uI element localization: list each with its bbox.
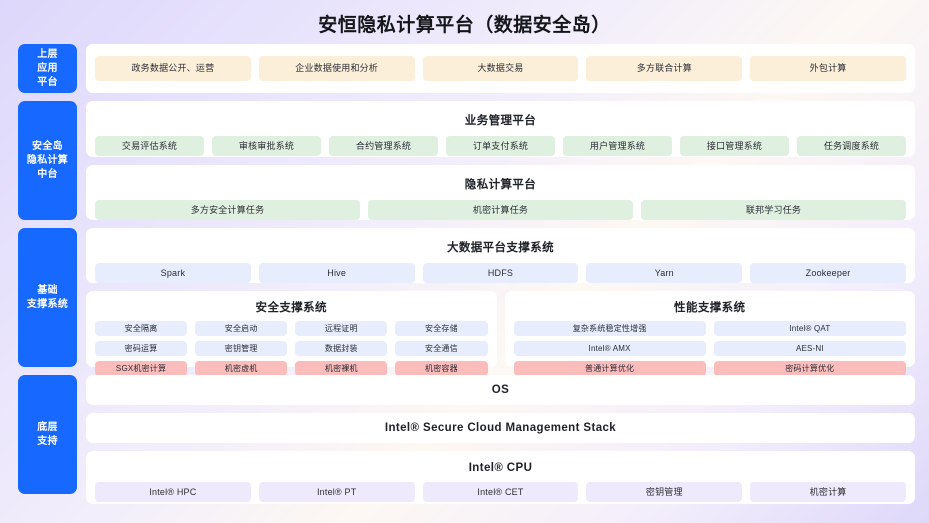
page-title: 安恒隐私计算平台（数据安全岛） xyxy=(318,15,611,36)
biz-item-task-schedule[interactable]: 任务调度系统 xyxy=(797,136,906,156)
rail-label-line1: 底层 xyxy=(37,421,58,433)
privacy-item-mpc-task[interactable]: 多方安全计算任务 xyxy=(95,200,360,220)
perf-item-general-compute-opt[interactable]: 普通计算优化 xyxy=(513,361,706,376)
rail-item-application[interactable]: 上层 应用 平台 xyxy=(18,44,77,93)
security-support-title: 安全支撑系统 xyxy=(255,302,327,314)
app-item-outsourced-compute[interactable]: 外包计算 xyxy=(750,56,906,81)
bigdata-items-row: Spark Hive HDFS Yarn Zookeeper xyxy=(95,263,906,283)
sec-item-confidential-container[interactable]: 机密容器 xyxy=(395,361,488,376)
rail-label-line1: 基础 xyxy=(37,284,58,296)
application-items-row: 政务数据公开、运营 企业数据使用和分析 大数据交易 多方联合计算 外包计算 xyxy=(95,56,906,81)
rail-label-line1: 安全岛 xyxy=(32,140,63,152)
rail-label-line2: 隐私计算 xyxy=(26,154,69,166)
privacy-platform-items-row: 多方安全计算任务 机密计算任务 联邦学习任务 xyxy=(95,200,906,220)
rail-label-line3: 平台 xyxy=(37,76,58,88)
cpu-item-intel-cet[interactable]: Intel® CET xyxy=(422,482,579,502)
sec-item-confidential-vm[interactable]: 机密虚机 xyxy=(195,361,288,376)
bigdata-item-hive[interactable]: Hive xyxy=(258,263,415,283)
performance-support-title: 性能支撑系统 xyxy=(674,302,746,314)
intel-cpu-items-row: Intel® HPC Intel® PT Intel® CET 密钥管理 机密计… xyxy=(95,482,906,502)
support-systems-split: 安全支撑系统 安全隔离 安全启动 远程证明 安全存储 密码运算 密钥管理 数据封… xyxy=(86,291,915,376)
cpu-item-confidential-compute[interactable]: 机密计算 xyxy=(750,482,906,502)
rail-label-line3: 中台 xyxy=(37,168,58,180)
bigdata-item-yarn[interactable]: Yarn xyxy=(586,263,743,283)
panel-application-layer: 政务数据公开、运营 企业数据使用和分析 大数据交易 多方联合计算 外包计算 xyxy=(86,44,915,93)
rail-label-line2: 支撑系统 xyxy=(26,298,69,310)
app-item-gov-data[interactable]: 政务数据公开、运营 xyxy=(95,56,251,81)
app-item-mpc[interactable]: 多方联合计算 xyxy=(586,56,743,81)
bigdata-item-spark[interactable]: Spark xyxy=(95,263,251,283)
rail-item-infrastructure[interactable]: 基础 支撑系统 xyxy=(18,228,77,367)
secure-cloud-stack-title: Intel® Secure Cloud Management Stack xyxy=(384,422,617,434)
panel-secure-cloud-stack: Intel® Secure Cloud Management Stack xyxy=(86,413,915,443)
privacy-item-confidential-task[interactable]: 机密计算任务 xyxy=(368,200,633,220)
rail-label-line2: 支持 xyxy=(37,435,58,447)
security-support-grid: 安全隔离 安全启动 远程证明 安全存储 密码运算 密钥管理 数据封装 安全通信 … xyxy=(95,321,488,376)
privacy-item-federated-task[interactable]: 联邦学习任务 xyxy=(641,200,906,220)
panel-os: OS xyxy=(86,375,915,405)
perf-item-intel-amx[interactable]: Intel® AMX xyxy=(513,341,706,356)
sec-item-key-mgmt[interactable]: 密钥管理 xyxy=(195,341,288,356)
privacy-platform-title: 隐私计算平台 xyxy=(464,179,537,191)
bigdata-item-zookeeper[interactable]: Zookeeper xyxy=(750,263,906,283)
cpu-item-key-mgmt[interactable]: 密钥管理 xyxy=(586,482,743,502)
panel-performance-support: 性能支撑系统 复杂系统稳定性增强 Intel® QAT Intel® AMX A… xyxy=(504,291,915,376)
perf-item-intel-qat[interactable]: Intel® QAT xyxy=(713,321,906,336)
panel-privacy-platform: 隐私计算平台 多方安全计算任务 机密计算任务 联邦学习任务 xyxy=(86,165,915,220)
perf-item-system-stability[interactable]: 复杂系统稳定性增强 xyxy=(513,321,706,336)
layer-stack: 政务数据公开、运营 企业数据使用和分析 大数据交易 多方联合计算 外包计算 业务… xyxy=(86,44,915,504)
os-title: OS xyxy=(491,384,510,396)
biz-item-order-payment[interactable]: 订单支付系统 xyxy=(446,136,555,156)
sec-item-confidential-baremetal[interactable]: 机密裸机 xyxy=(295,361,388,376)
cpu-item-intel-hpc[interactable]: Intel® HPC xyxy=(95,482,251,502)
biz-item-contract-mgmt[interactable]: 合约管理系统 xyxy=(329,136,438,156)
rail-label-line1: 上层 xyxy=(37,48,58,60)
sec-item-sgx-confidential-compute[interactable]: SGX机密计算 xyxy=(95,361,188,376)
biz-item-user-mgmt[interactable]: 用户管理系统 xyxy=(563,136,672,156)
layer-rail: 上层 应用 平台 安全岛 隐私计算 中台 基础 支撑系统 xyxy=(18,44,77,504)
panel-bigdata-platform: 大数据平台支撑系统 Spark Hive HDFS Yarn Zookeeper xyxy=(86,228,915,283)
intel-cpu-title: Intel® CPU xyxy=(468,462,533,474)
sec-item-isolation[interactable]: 安全隔离 xyxy=(95,321,188,336)
sec-item-crypto-ops[interactable]: 密码运算 xyxy=(95,341,188,356)
diagram-body: 上层 应用 平台 安全岛 隐私计算 中台 基础 支撑系统 xyxy=(0,39,929,512)
app-item-enterprise-data[interactable]: 企业数据使用和分析 xyxy=(258,56,415,81)
sec-item-data-sealing[interactable]: 数据封装 xyxy=(295,341,388,356)
business-platform-items-row: 交易评估系统 审核审批系统 合约管理系统 订单支付系统 用户管理系统 接口管理系… xyxy=(95,136,906,156)
rail-label-line2: 应用 xyxy=(37,62,58,74)
biz-item-trade-eval[interactable]: 交易评估系统 xyxy=(95,136,204,156)
sec-item-remote-attestation[interactable]: 远程证明 xyxy=(295,321,388,336)
panel-business-platform: 业务管理平台 交易评估系统 审核审批系统 合约管理系统 订单支付系统 用户管理系… xyxy=(86,101,915,157)
bigdata-platform-title: 大数据平台支撑系统 xyxy=(446,242,555,254)
panel-intel-cpu: Intel® CPU Intel® HPC Intel® PT Intel® C… xyxy=(86,451,915,504)
cpu-item-intel-pt[interactable]: Intel® PT xyxy=(258,482,415,502)
panel-security-support: 安全支撑系统 安全隔离 安全启动 远程证明 安全存储 密码运算 密钥管理 数据封… xyxy=(86,291,497,376)
perf-item-aes-ni[interactable]: AES-NI xyxy=(713,341,906,356)
rail-item-privacy-midplatform[interactable]: 安全岛 隐私计算 中台 xyxy=(18,101,77,220)
business-platform-title: 业务管理平台 xyxy=(464,115,537,127)
bigdata-item-hdfs[interactable]: HDFS xyxy=(422,263,579,283)
sec-item-secure-boot[interactable]: 安全启动 xyxy=(195,321,288,336)
perf-item-crypto-compute-opt[interactable]: 密码计算优化 xyxy=(713,361,906,376)
biz-item-api-mgmt[interactable]: 接口管理系统 xyxy=(680,136,789,156)
sec-item-secure-comm[interactable]: 安全通信 xyxy=(395,341,488,356)
performance-support-grid: 复杂系统稳定性增强 Intel® QAT Intel® AMX AES-NI 普… xyxy=(513,321,906,376)
app-item-bigdata-trade[interactable]: 大数据交易 xyxy=(422,56,579,81)
biz-item-audit-approval[interactable]: 审核审批系统 xyxy=(212,136,321,156)
sec-item-secure-storage[interactable]: 安全存储 xyxy=(395,321,488,336)
rail-item-bottom-support[interactable]: 底层 支持 xyxy=(18,375,77,494)
